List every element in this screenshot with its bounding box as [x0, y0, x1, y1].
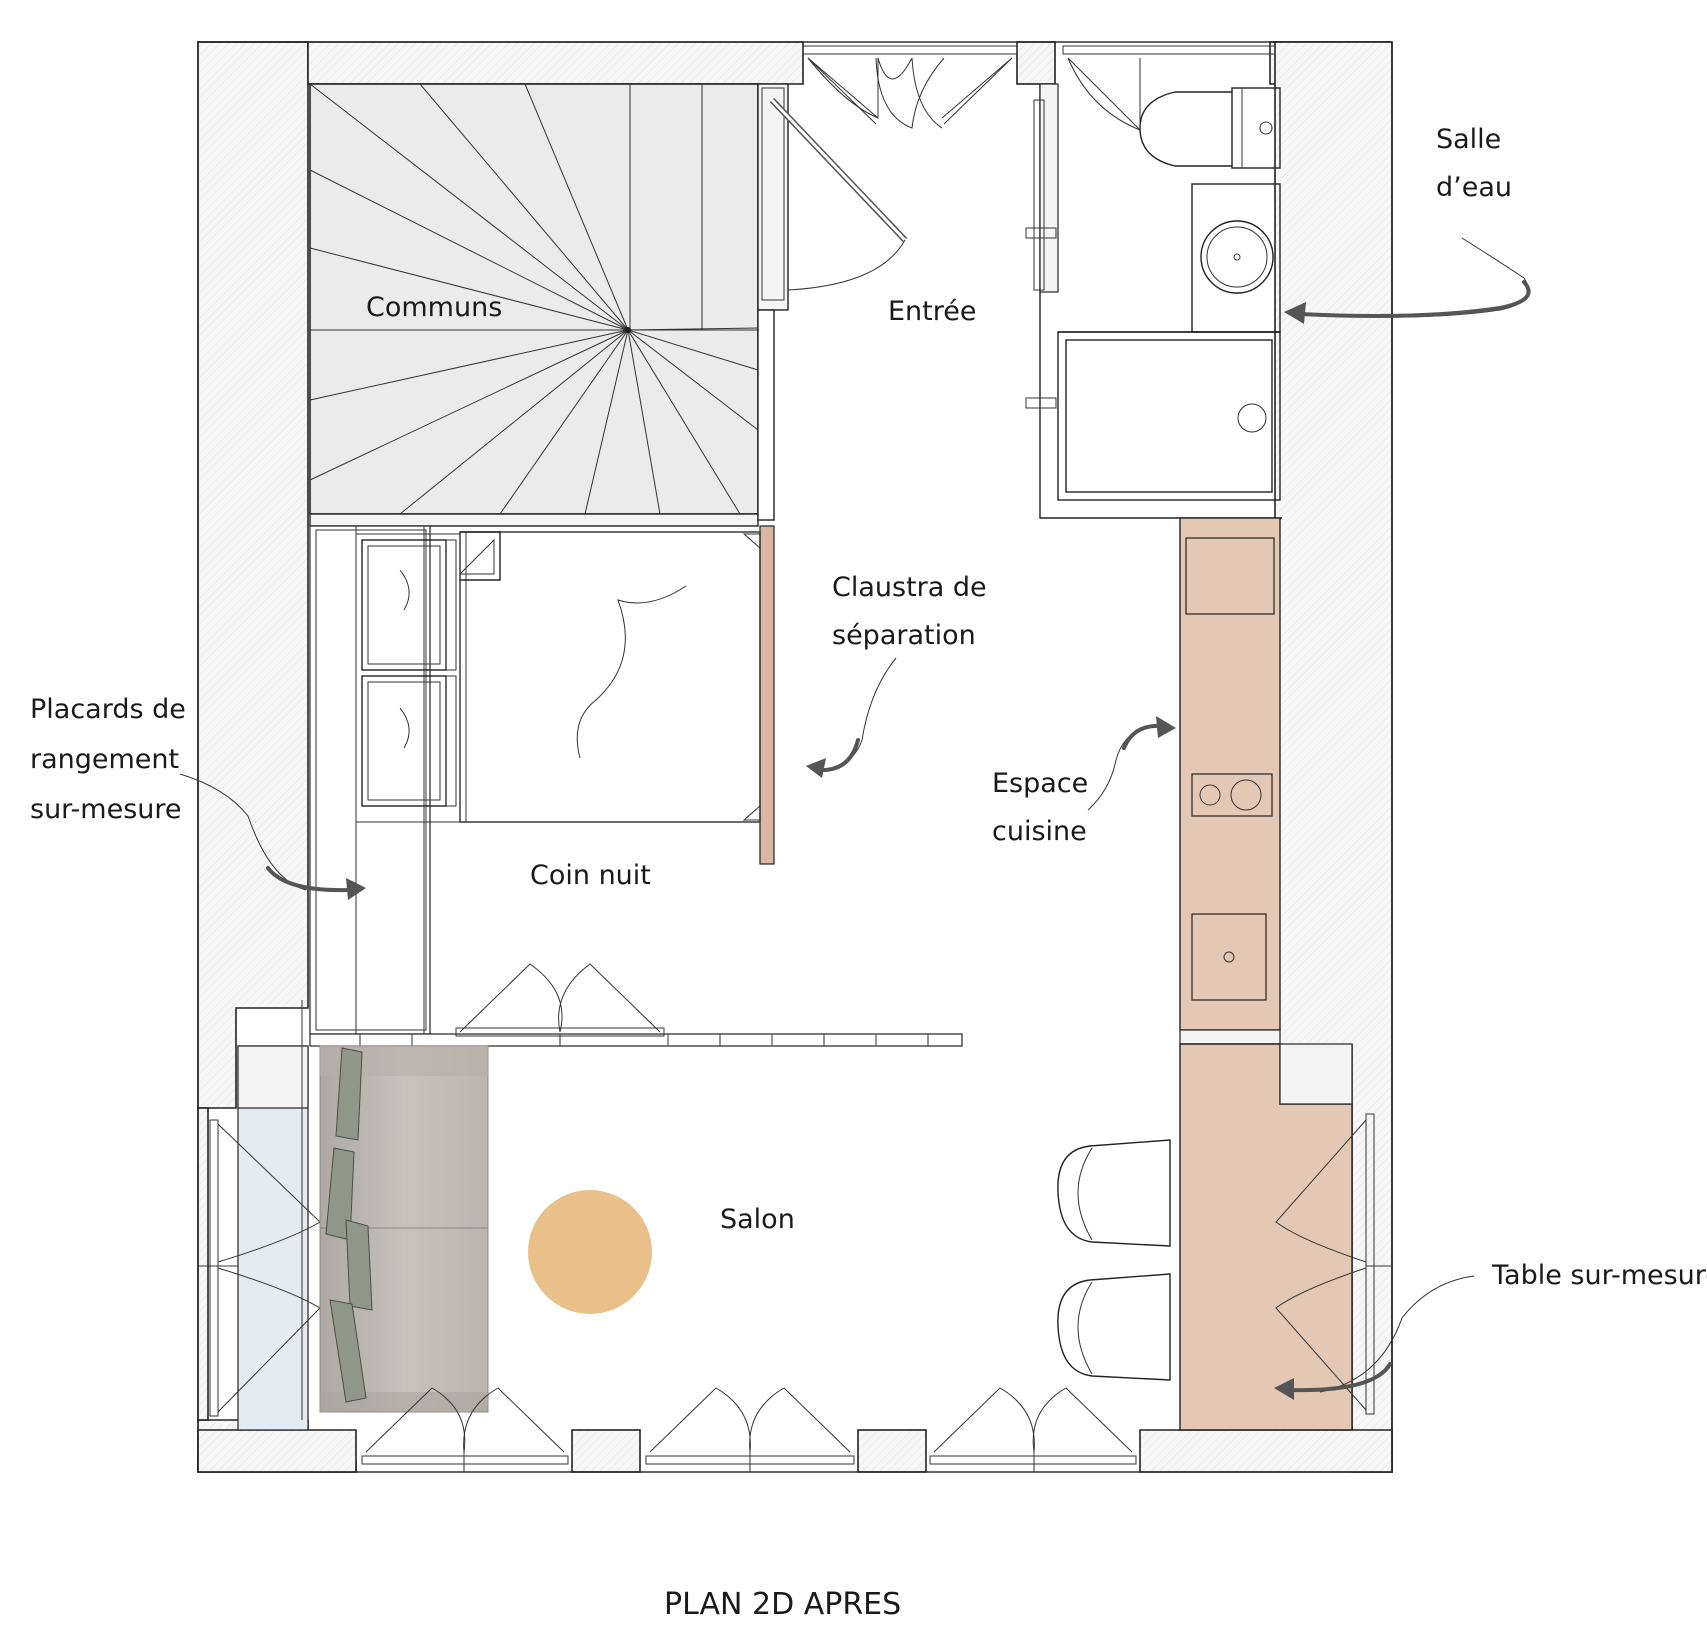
toilet: [1139, 87, 1281, 169]
annotation-arrows: [179, 237, 1531, 1400]
sofa-cushions: [325, 1047, 373, 1403]
annotation-placards-line3: sur-mesure: [30, 794, 182, 825]
bottom-windows: [361, 1387, 1137, 1472]
annotation-cuisine-line2: cuisine: [992, 816, 1087, 847]
outer-walls: [197, 41, 1393, 1473]
staircase: [309, 83, 789, 527]
label-coin-nuit: Coin nuit: [530, 860, 651, 891]
bedroom-partition: [309, 963, 963, 1047]
cooktop: [1191, 773, 1273, 817]
annotation-table: Table sur-mesure: [1491, 1260, 1707, 1291]
annotation-claustra-line2: séparation: [832, 620, 976, 651]
right-windows: [1275, 1113, 1392, 1415]
shower-tray: [1057, 331, 1281, 501]
annotation-placards-line1: Placards de: [30, 694, 186, 725]
sink: [1191, 183, 1281, 333]
entrance-door[interactable]: [757, 97, 908, 521]
custom-table: [1179, 1043, 1353, 1431]
round-coffee-table: [528, 1190, 652, 1314]
label-salon: Salon: [720, 1204, 795, 1235]
kitchen-sink: [1191, 913, 1267, 1001]
claustra-partition: [759, 525, 775, 865]
bed: [458, 531, 761, 823]
annotation-cuisine-line1: Espace: [992, 768, 1088, 799]
left-windows: [198, 1119, 321, 1417]
annotation-salle-eau-line1: Salle: [1436, 124, 1501, 155]
shower-room: [1025, 83, 1282, 519]
annotation-claustra-line1: Claustra de: [832, 572, 987, 603]
label-entree: Entrée: [888, 296, 977, 327]
sleeping-area: [309, 525, 761, 1035]
bar-stools[interactable]: [1057, 1139, 1171, 1381]
plan-title: PLAN 2D APRES: [664, 1587, 901, 1622]
annotation-placards-line2: rangement: [30, 744, 179, 775]
kitchen-counter: [1179, 517, 1281, 1045]
label-communs: Communs: [366, 292, 502, 323]
annotation-salle-eau-line2: d’eau: [1436, 172, 1512, 203]
pillows: [355, 533, 461, 823]
living-room: [198, 1000, 652, 1431]
